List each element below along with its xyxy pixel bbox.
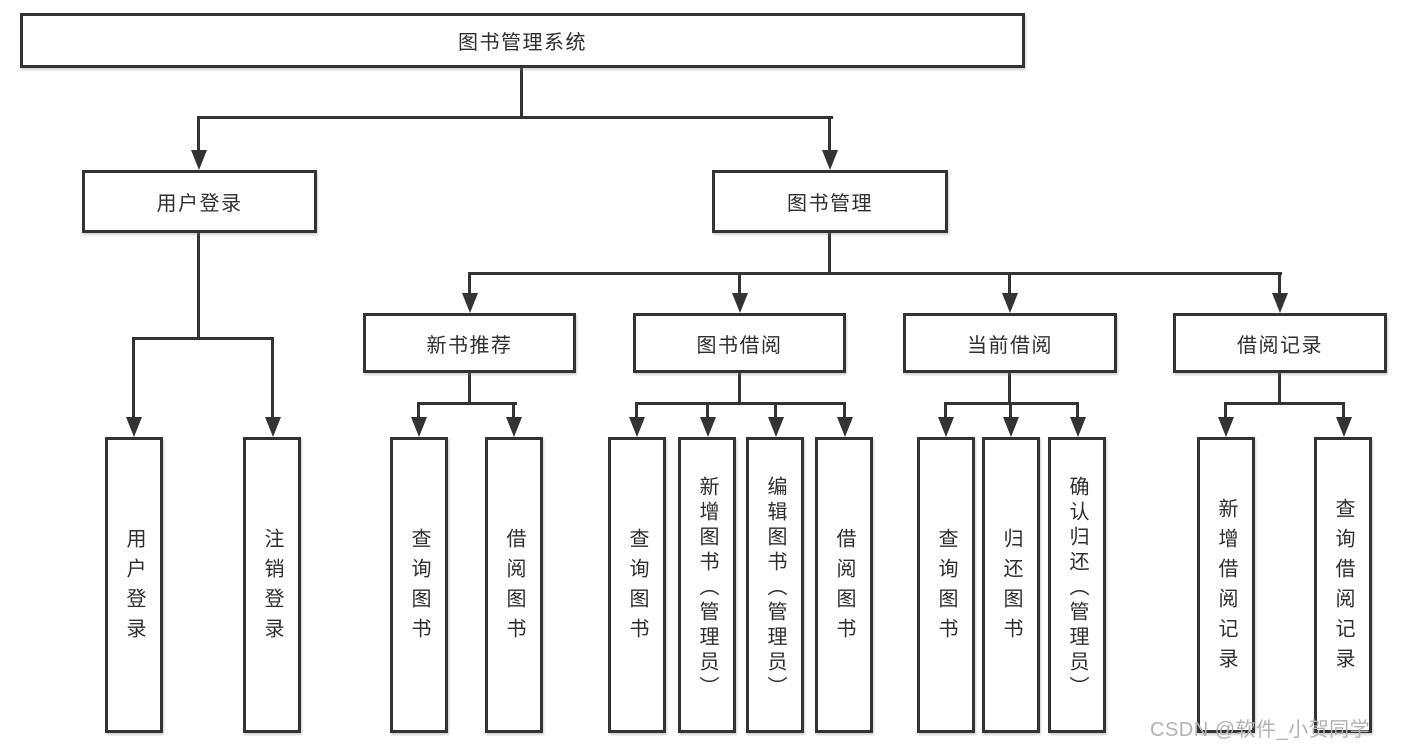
connector-stub — [738, 373, 741, 405]
connector-arrow-line — [512, 402, 515, 420]
leaf-user-login: 用户登录 — [105, 437, 163, 733]
leaf-label: 查询图书 — [408, 528, 430, 648]
node-user-login: 用户登录 — [82, 170, 317, 233]
node-user-login-label: 用户登录 — [156, 193, 243, 215]
leaf-logout: 注销登录 — [243, 437, 301, 733]
csdn-watermark: CSDN @软件_小贺同学 — [1150, 719, 1371, 741]
node-borrow-records-label: 借阅记录 — [1237, 334, 1323, 357]
leaf-label: 新增图书（管理员） — [696, 475, 718, 701]
connector-arrow-line — [635, 402, 638, 420]
arrowhead-to-new-book-recommend — [462, 293, 478, 313]
arrowhead-to-leaf — [506, 417, 522, 437]
arrowhead-to-borrow-records — [1272, 293, 1288, 313]
connector-arrow-line — [706, 402, 709, 420]
connector-arrow-line — [944, 402, 947, 420]
connector-arrow-line — [468, 272, 471, 296]
connector-arrow-line — [271, 337, 274, 419]
connector-stub — [1278, 373, 1281, 405]
node-book-management: 图书管理 — [712, 170, 948, 233]
arrowhead-to-leaf — [1070, 417, 1086, 437]
connector-book-mgmt-hbar — [468, 272, 1282, 275]
connector-arrow-line — [843, 402, 846, 420]
arrowhead-to-leaf — [1336, 417, 1352, 437]
leaf-label: 编辑图书（管理员） — [764, 475, 786, 701]
node-new-book-recommend-label: 新书推荐 — [426, 334, 513, 357]
node-book-borrow: 图书借阅 — [633, 313, 846, 373]
leaf-add-borrow-record: 新增借阅记录 — [1197, 437, 1255, 733]
arrowhead-to-user-login — [191, 150, 207, 170]
arrowhead-to-leaf — [1218, 417, 1234, 437]
leaf-borrow-books-1: 借阅图书 — [485, 437, 543, 733]
connector-arrow-line — [197, 116, 200, 154]
root-node-library-system: 图书管理系统 — [20, 13, 1025, 68]
leaf-query-books-2: 查询图书 — [608, 437, 666, 733]
leaf-label: 确认归还（管理员） — [1066, 475, 1088, 701]
arrowhead-to-leaf — [768, 417, 784, 437]
node-book-borrow-label: 图书借阅 — [696, 334, 783, 357]
connector-arrow-line — [1008, 272, 1011, 296]
arrowhead-to-leaf — [126, 417, 142, 437]
arrowhead-to-leaf — [265, 417, 281, 437]
connector-arrow-line — [1224, 402, 1227, 420]
root-node-label: 图书管理系统 — [458, 32, 587, 54]
node-current-borrow: 当前借阅 — [903, 313, 1117, 373]
leaf-label: 归还图书 — [1000, 528, 1022, 648]
leaf-label: 用户登录 — [123, 528, 145, 648]
connector-root-hbar — [197, 116, 833, 119]
connector-arrow-line — [828, 116, 831, 154]
connector-root-stub — [520, 68, 523, 118]
node-new-book-recommend: 新书推荐 — [363, 313, 576, 373]
connector-arrow-line — [1009, 402, 1012, 420]
leaf-add-books-admin: 新增图书（管理员） — [678, 437, 736, 733]
connector-arrow-line — [417, 402, 420, 420]
connector-arrow-line — [1076, 402, 1079, 420]
node-current-borrow-label: 当前借阅 — [967, 334, 1053, 357]
leaf-label: 查询图书 — [626, 528, 648, 648]
arrowhead-to-book-borrow — [732, 293, 748, 313]
connector-hbar — [417, 402, 517, 405]
arrowhead-to-leaf — [1003, 417, 1019, 437]
connector-hbar — [635, 402, 846, 405]
leaf-label: 借阅图书 — [833, 528, 855, 648]
connector-arrow-line — [1278, 272, 1281, 296]
leaf-borrow-books-2: 借阅图书 — [815, 437, 873, 733]
connector-book-mgmt-stub — [828, 233, 831, 275]
connector-arrow-line — [738, 272, 741, 296]
connector-hbar — [1224, 402, 1345, 405]
connector-user-login-hbar — [132, 337, 274, 340]
arrowhead-to-leaf — [629, 417, 645, 437]
arrowhead-to-book-management — [822, 150, 838, 170]
leaf-edit-books-admin: 编辑图书（管理员） — [746, 437, 804, 733]
connector-arrow-line — [1342, 402, 1345, 420]
leaf-return-books: 归还图书 — [982, 437, 1040, 733]
leaf-label: 借阅图书 — [503, 528, 525, 648]
node-borrow-records: 借阅记录 — [1173, 313, 1387, 373]
node-book-management-label: 图书管理 — [787, 193, 873, 215]
connector-arrow-line — [132, 337, 135, 419]
leaf-label: 查询图书 — [935, 528, 957, 648]
leaf-query-borrow-record: 查询借阅记录 — [1314, 437, 1372, 733]
arrowhead-to-leaf — [411, 417, 427, 437]
connector-stub — [1008, 373, 1011, 405]
connector-arrow-line — [774, 402, 777, 420]
leaf-query-books-3: 查询图书 — [917, 437, 975, 733]
leaf-label: 新增借阅记录 — [1215, 498, 1237, 678]
arrowhead-to-leaf — [837, 417, 853, 437]
leaf-confirm-return-admin: 确认归还（管理员） — [1048, 437, 1106, 733]
leaf-query-books-1: 查询图书 — [390, 437, 448, 733]
arrowhead-to-current-borrow — [1002, 293, 1018, 313]
connector-stub — [468, 373, 471, 405]
connector-user-login-stub — [197, 233, 200, 340]
arrowhead-to-leaf — [938, 417, 954, 437]
leaf-label: 查询借阅记录 — [1332, 498, 1354, 678]
leaf-label: 注销登录 — [261, 528, 283, 648]
arrowhead-to-leaf — [700, 417, 716, 437]
